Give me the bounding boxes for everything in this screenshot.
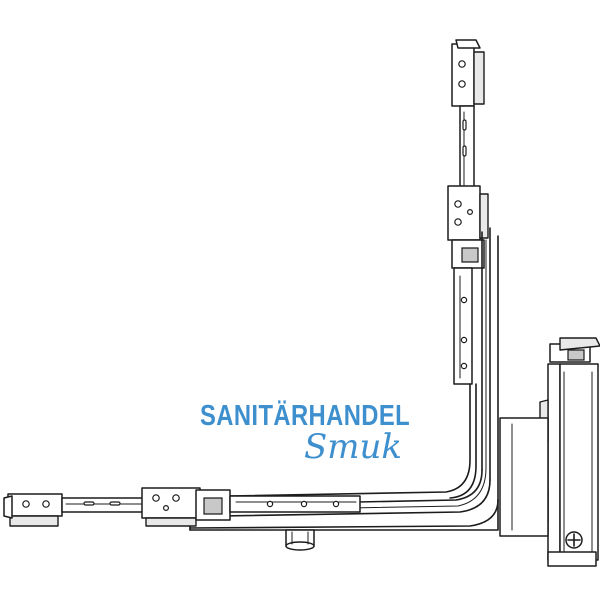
vertical-connecting-rod <box>447 39 489 385</box>
horizontal-connecting-rod <box>3 487 361 527</box>
roller-pin <box>285 529 315 551</box>
corner-drive-housing <box>499 337 600 567</box>
corner-guide-profile <box>189 227 499 531</box>
